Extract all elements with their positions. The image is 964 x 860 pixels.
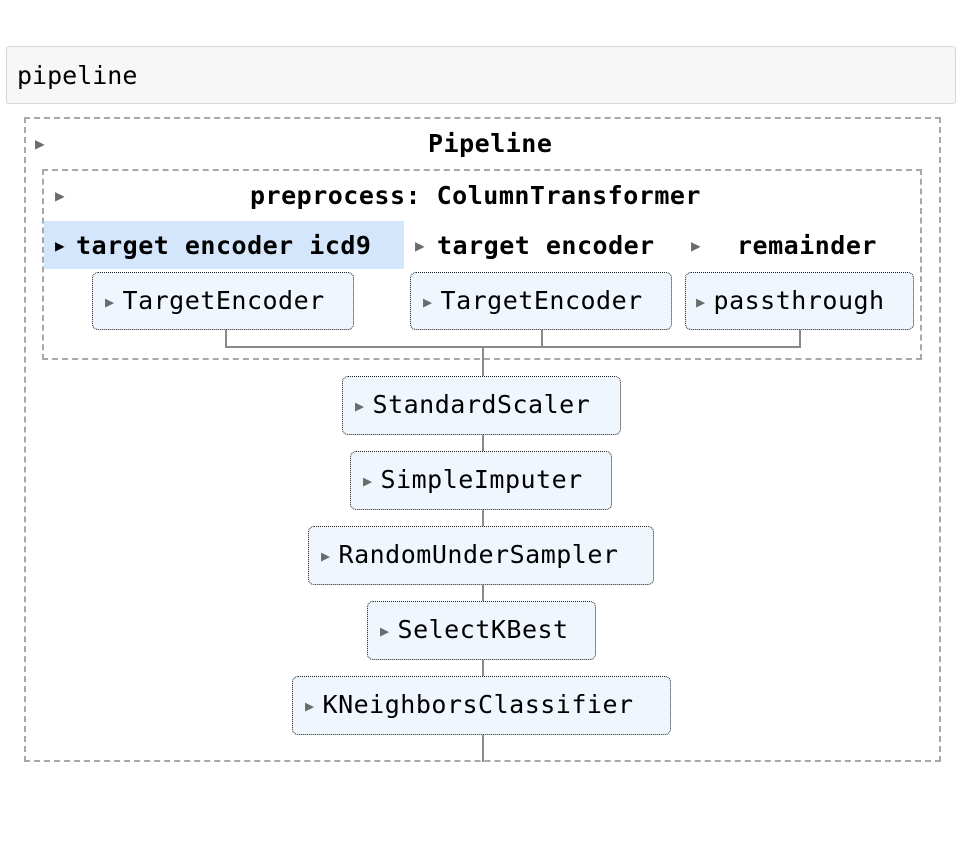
- step-kneighbors-classifier[interactable]: ▶ KNeighborsClassifier: [292, 676, 671, 735]
- column-label-target-encoder[interactable]: target encoder: [437, 231, 655, 260]
- column-toggle-icon-target-encoder[interactable]: ▶: [415, 236, 425, 255]
- estimator-passthrough[interactable]: ▶ passthrough: [685, 272, 914, 330]
- step-label: StandardScaler: [372, 390, 591, 419]
- connector-line: [482, 435, 484, 451]
- estimator-label: passthrough: [713, 286, 885, 315]
- step-label: KNeighborsClassifier: [322, 690, 634, 719]
- step-standard-scaler[interactable]: ▶ StandardScaler: [342, 376, 621, 435]
- estimator-target-encoder[interactable]: ▶ TargetEncoder: [410, 272, 672, 330]
- connector-line: [799, 330, 801, 347]
- expand-icon: ▶: [321, 547, 331, 565]
- column-highlight: [44, 221, 404, 269]
- connector-line: [482, 346, 484, 376]
- step-label: SimpleImputer: [380, 465, 583, 494]
- step-simple-imputer[interactable]: ▶ SimpleImputer: [350, 451, 612, 510]
- expand-icon: ▶: [423, 293, 433, 311]
- expand-icon: ▶: [696, 293, 706, 311]
- step-random-under-sampler[interactable]: ▶ RandomUnderSampler: [308, 526, 654, 585]
- expand-icon: ▶: [355, 397, 365, 415]
- connector-line: [482, 660, 484, 676]
- connector-line: [482, 510, 484, 526]
- preprocess-toggle-icon[interactable]: ▶: [55, 186, 65, 205]
- connector-line: [482, 585, 484, 601]
- expand-icon: ▶: [363, 472, 373, 490]
- column-toggle-icon-icd9[interactable]: ▶: [55, 236, 65, 255]
- column-toggle-icon-remainder[interactable]: ▶: [691, 236, 701, 255]
- step-select-k-best[interactable]: ▶ SelectKBest: [367, 601, 596, 660]
- column-label-icd9[interactable]: target encoder icd9: [76, 231, 372, 260]
- expand-icon: ▶: [380, 622, 390, 640]
- connector-line: [225, 346, 801, 348]
- connector-line: [225, 330, 227, 347]
- preprocess-title[interactable]: preprocess: ColumnTransformer: [250, 181, 701, 210]
- pipeline-title[interactable]: Pipeline: [428, 129, 553, 158]
- estimator-target-encoder-icd9[interactable]: ▶ TargetEncoder: [92, 272, 354, 330]
- estimator-label: TargetEncoder: [440, 286, 643, 315]
- expand-icon: ▶: [305, 697, 315, 715]
- pipeline-repr-text: pipeline: [6, 46, 956, 104]
- connector-line: [541, 330, 543, 347]
- connector-line: [482, 735, 484, 762]
- pipeline-toggle-icon[interactable]: ▶: [35, 134, 45, 153]
- expand-icon: ▶: [105, 293, 115, 311]
- column-label-remainder[interactable]: remainder: [737, 231, 877, 260]
- step-label: SelectKBest: [397, 615, 569, 644]
- step-label: RandomUnderSampler: [338, 540, 619, 569]
- estimator-label: TargetEncoder: [122, 286, 325, 315]
